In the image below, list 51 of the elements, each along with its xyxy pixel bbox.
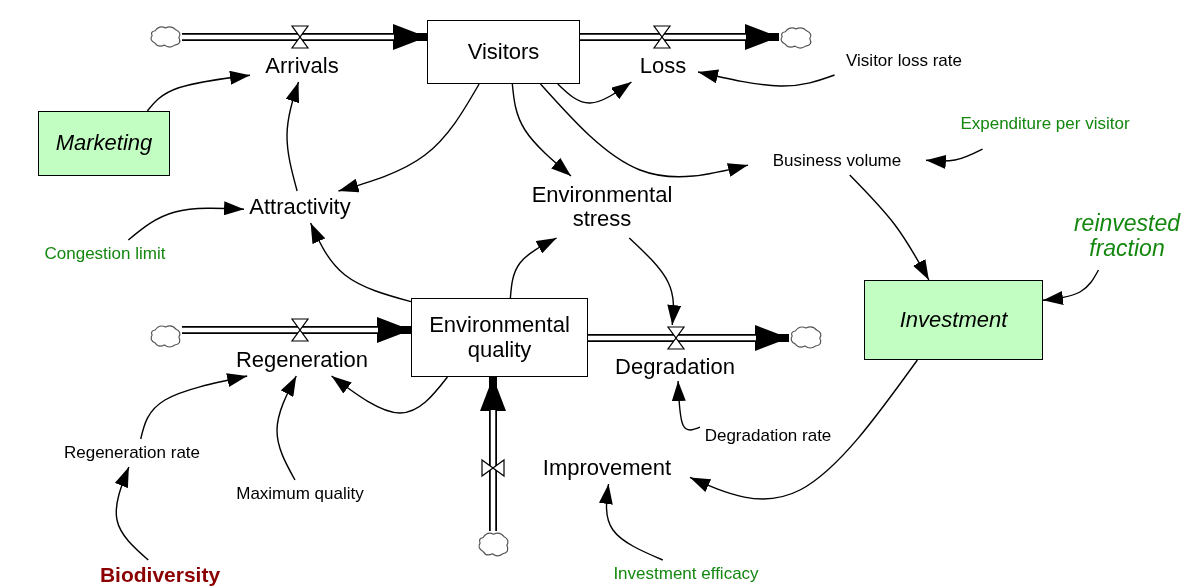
arrow	[509, 237, 558, 299]
flow-pipe	[182, 24, 427, 50]
variable-label: Visitor loss rate	[846, 51, 962, 71]
arrow	[598, 483, 664, 561]
variable-label: Degradation rate	[704, 426, 832, 446]
auxiliary-box	[38, 111, 170, 176]
flow-label: Loss	[639, 53, 687, 79]
arrow	[925, 148, 984, 169]
arrow	[285, 81, 300, 192]
stock-label: Environmental quality	[428, 313, 571, 362]
arrow	[127, 201, 245, 241]
flow-pipe	[580, 24, 779, 50]
variable-label: Environmental stress	[530, 182, 674, 232]
arrow	[1042, 269, 1100, 305]
auxiliary-label: Marketing	[55, 131, 153, 156]
arrow	[146, 70, 251, 112]
arrow	[309, 222, 412, 303]
parameter-label: Congestion limit	[44, 244, 166, 264]
arrow	[628, 237, 682, 326]
flow-label: Improvement	[542, 455, 672, 481]
parameter-label: Expenditure per visitor	[960, 114, 1130, 134]
stock-label: Visitors	[467, 39, 540, 65]
variable-label: Business volume	[772, 151, 902, 171]
auxiliary-box	[864, 280, 1043, 360]
arrow	[697, 69, 836, 87]
arrow	[140, 373, 248, 440]
arrow	[114, 466, 149, 561]
variable-label: Regeneration rate	[63, 443, 201, 463]
variable-label: Attractivity	[249, 194, 351, 220]
arrow	[539, 83, 749, 178]
flow-label: Degradation	[615, 354, 735, 379]
parameter-label: Investment efficacy	[613, 564, 759, 584]
variable-label: Biodiversity	[99, 563, 221, 587]
arrow	[330, 375, 449, 414]
arrow	[849, 174, 930, 281]
arrow	[511, 83, 572, 177]
arrow	[689, 359, 919, 500]
arrow	[337, 83, 480, 193]
arrow	[557, 81, 633, 104]
flow-label: Arrivals	[265, 53, 339, 79]
flow-pipe	[588, 325, 789, 351]
flow-label: Regeneration	[235, 347, 369, 373]
arrow	[671, 380, 701, 431]
variable-label: Maximum quality	[236, 484, 364, 504]
flow-pipe	[182, 317, 411, 343]
stock-box	[427, 20, 580, 84]
flow-pipe	[480, 377, 506, 531]
auxiliary-label: Investment	[899, 307, 1008, 333]
arrow	[276, 375, 297, 481]
stock-box	[411, 298, 588, 377]
parameter-label: reinvested fraction	[1072, 210, 1182, 262]
